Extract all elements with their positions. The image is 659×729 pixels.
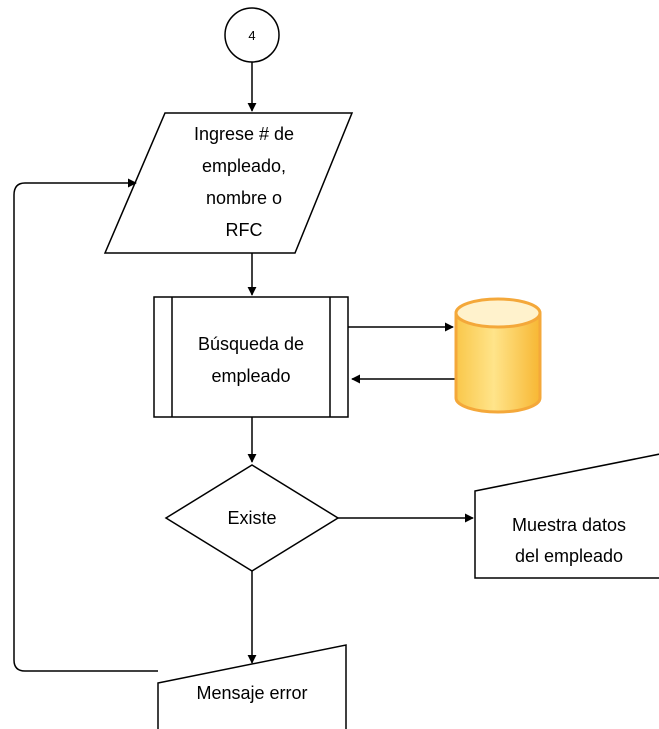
input-line-1: Ingrese # de xyxy=(194,124,294,144)
decision-diamond: Existe xyxy=(164,464,340,572)
arrow-error-loop-to-input xyxy=(13,178,158,672)
error-label: Mensaje error xyxy=(196,683,307,703)
decision-label: Existe xyxy=(227,508,276,528)
error-box: Mensaje error xyxy=(157,644,347,729)
process-box: Búsqueda de empleado xyxy=(153,296,349,418)
display-line-1: Muestra datos xyxy=(512,515,626,535)
input-line-2: empleado, xyxy=(202,156,286,176)
input-line-3: nombre o xyxy=(206,188,282,208)
database-icon xyxy=(454,297,542,414)
input-line-4: RFC xyxy=(226,220,263,240)
connector-circle: 4 xyxy=(224,7,280,63)
process-line-1: Búsqueda de xyxy=(198,334,304,354)
input-parallelogram: Ingrese # de empleado, nombre o RFC xyxy=(103,112,354,254)
connector-label: 4 xyxy=(248,28,255,43)
display-box: Muestra datos del empleado xyxy=(474,453,659,579)
process-line-2: empleado xyxy=(211,366,290,386)
display-line-2: del empleado xyxy=(515,546,623,566)
